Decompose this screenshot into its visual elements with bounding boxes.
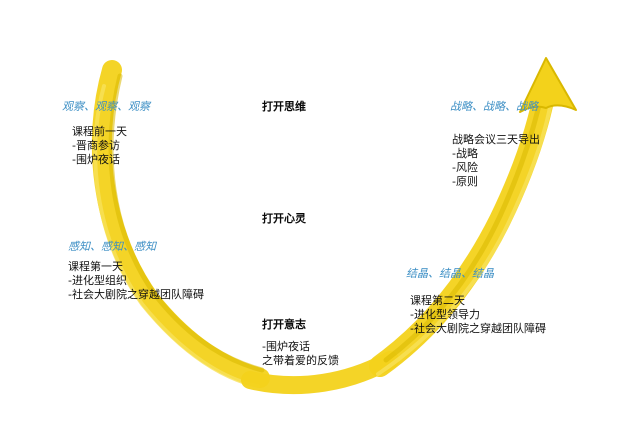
phase-crystallize: 结晶、结晶、结晶 — [406, 267, 494, 280]
block-title: 战略会议三天导出 — [452, 133, 540, 146]
block-item: -风险 — [452, 161, 478, 174]
block-item: 之带着爱的反馈 — [262, 354, 339, 367]
block-strategy-meeting: 战略会议三天导出 -战略 -风险 -原则 — [452, 133, 540, 189]
block-title: 课程前一天 — [72, 125, 127, 138]
block-fireside: -围炉夜话 之带着爱的反馈 — [262, 340, 339, 368]
stage-open-will: 打开意志 — [262, 318, 306, 331]
block-item: -原则 — [452, 175, 478, 188]
arrow-head — [519, 57, 577, 113]
arrow-left-stroke — [91, 60, 270, 388]
block-day-two: 课程第二天 -进化型领导力 -社会大剧院之穿越团队障碍 — [410, 294, 546, 336]
block-item: -围炉夜话 — [262, 340, 310, 353]
phase-observe: 观察、观察、观察 — [62, 100, 150, 113]
arrow-right-stroke-texture-2 — [376, 94, 554, 376]
stage-open-mind: 打开思维 — [262, 100, 306, 113]
arrow-left-stroke-texture-2 — [93, 84, 260, 388]
block-item: -进化型领导力 — [410, 308, 480, 321]
phase-perceive: 感知、感知、感知 — [68, 240, 156, 253]
block-title: 课程第二天 — [410, 294, 465, 307]
stage-open-heart: 打开心灵 — [262, 212, 306, 225]
phase-strategy: 战略、战略、战略 — [450, 100, 538, 113]
block-item: -社会大剧院之穿越团队障碍 — [410, 322, 546, 335]
block-item: -战略 — [452, 147, 478, 160]
arrow-left-stroke-texture — [108, 73, 265, 373]
block-item: -社会大剧院之穿越团队障碍 — [68, 288, 204, 301]
block-before-course: 课程前一天 -晋商参访 -围炉夜话 — [72, 125, 127, 167]
block-day-one: 课程第一天 -进化型组织 -社会大剧院之穿越团队障碍 — [68, 260, 204, 302]
block-item: -围炉夜话 — [72, 153, 120, 166]
block-title: 课程第一天 — [68, 260, 123, 273]
arrow-right-stroke-texture — [383, 89, 545, 363]
block-item: -进化型组织 — [68, 274, 127, 287]
block-item: -晋商参访 — [72, 139, 120, 152]
